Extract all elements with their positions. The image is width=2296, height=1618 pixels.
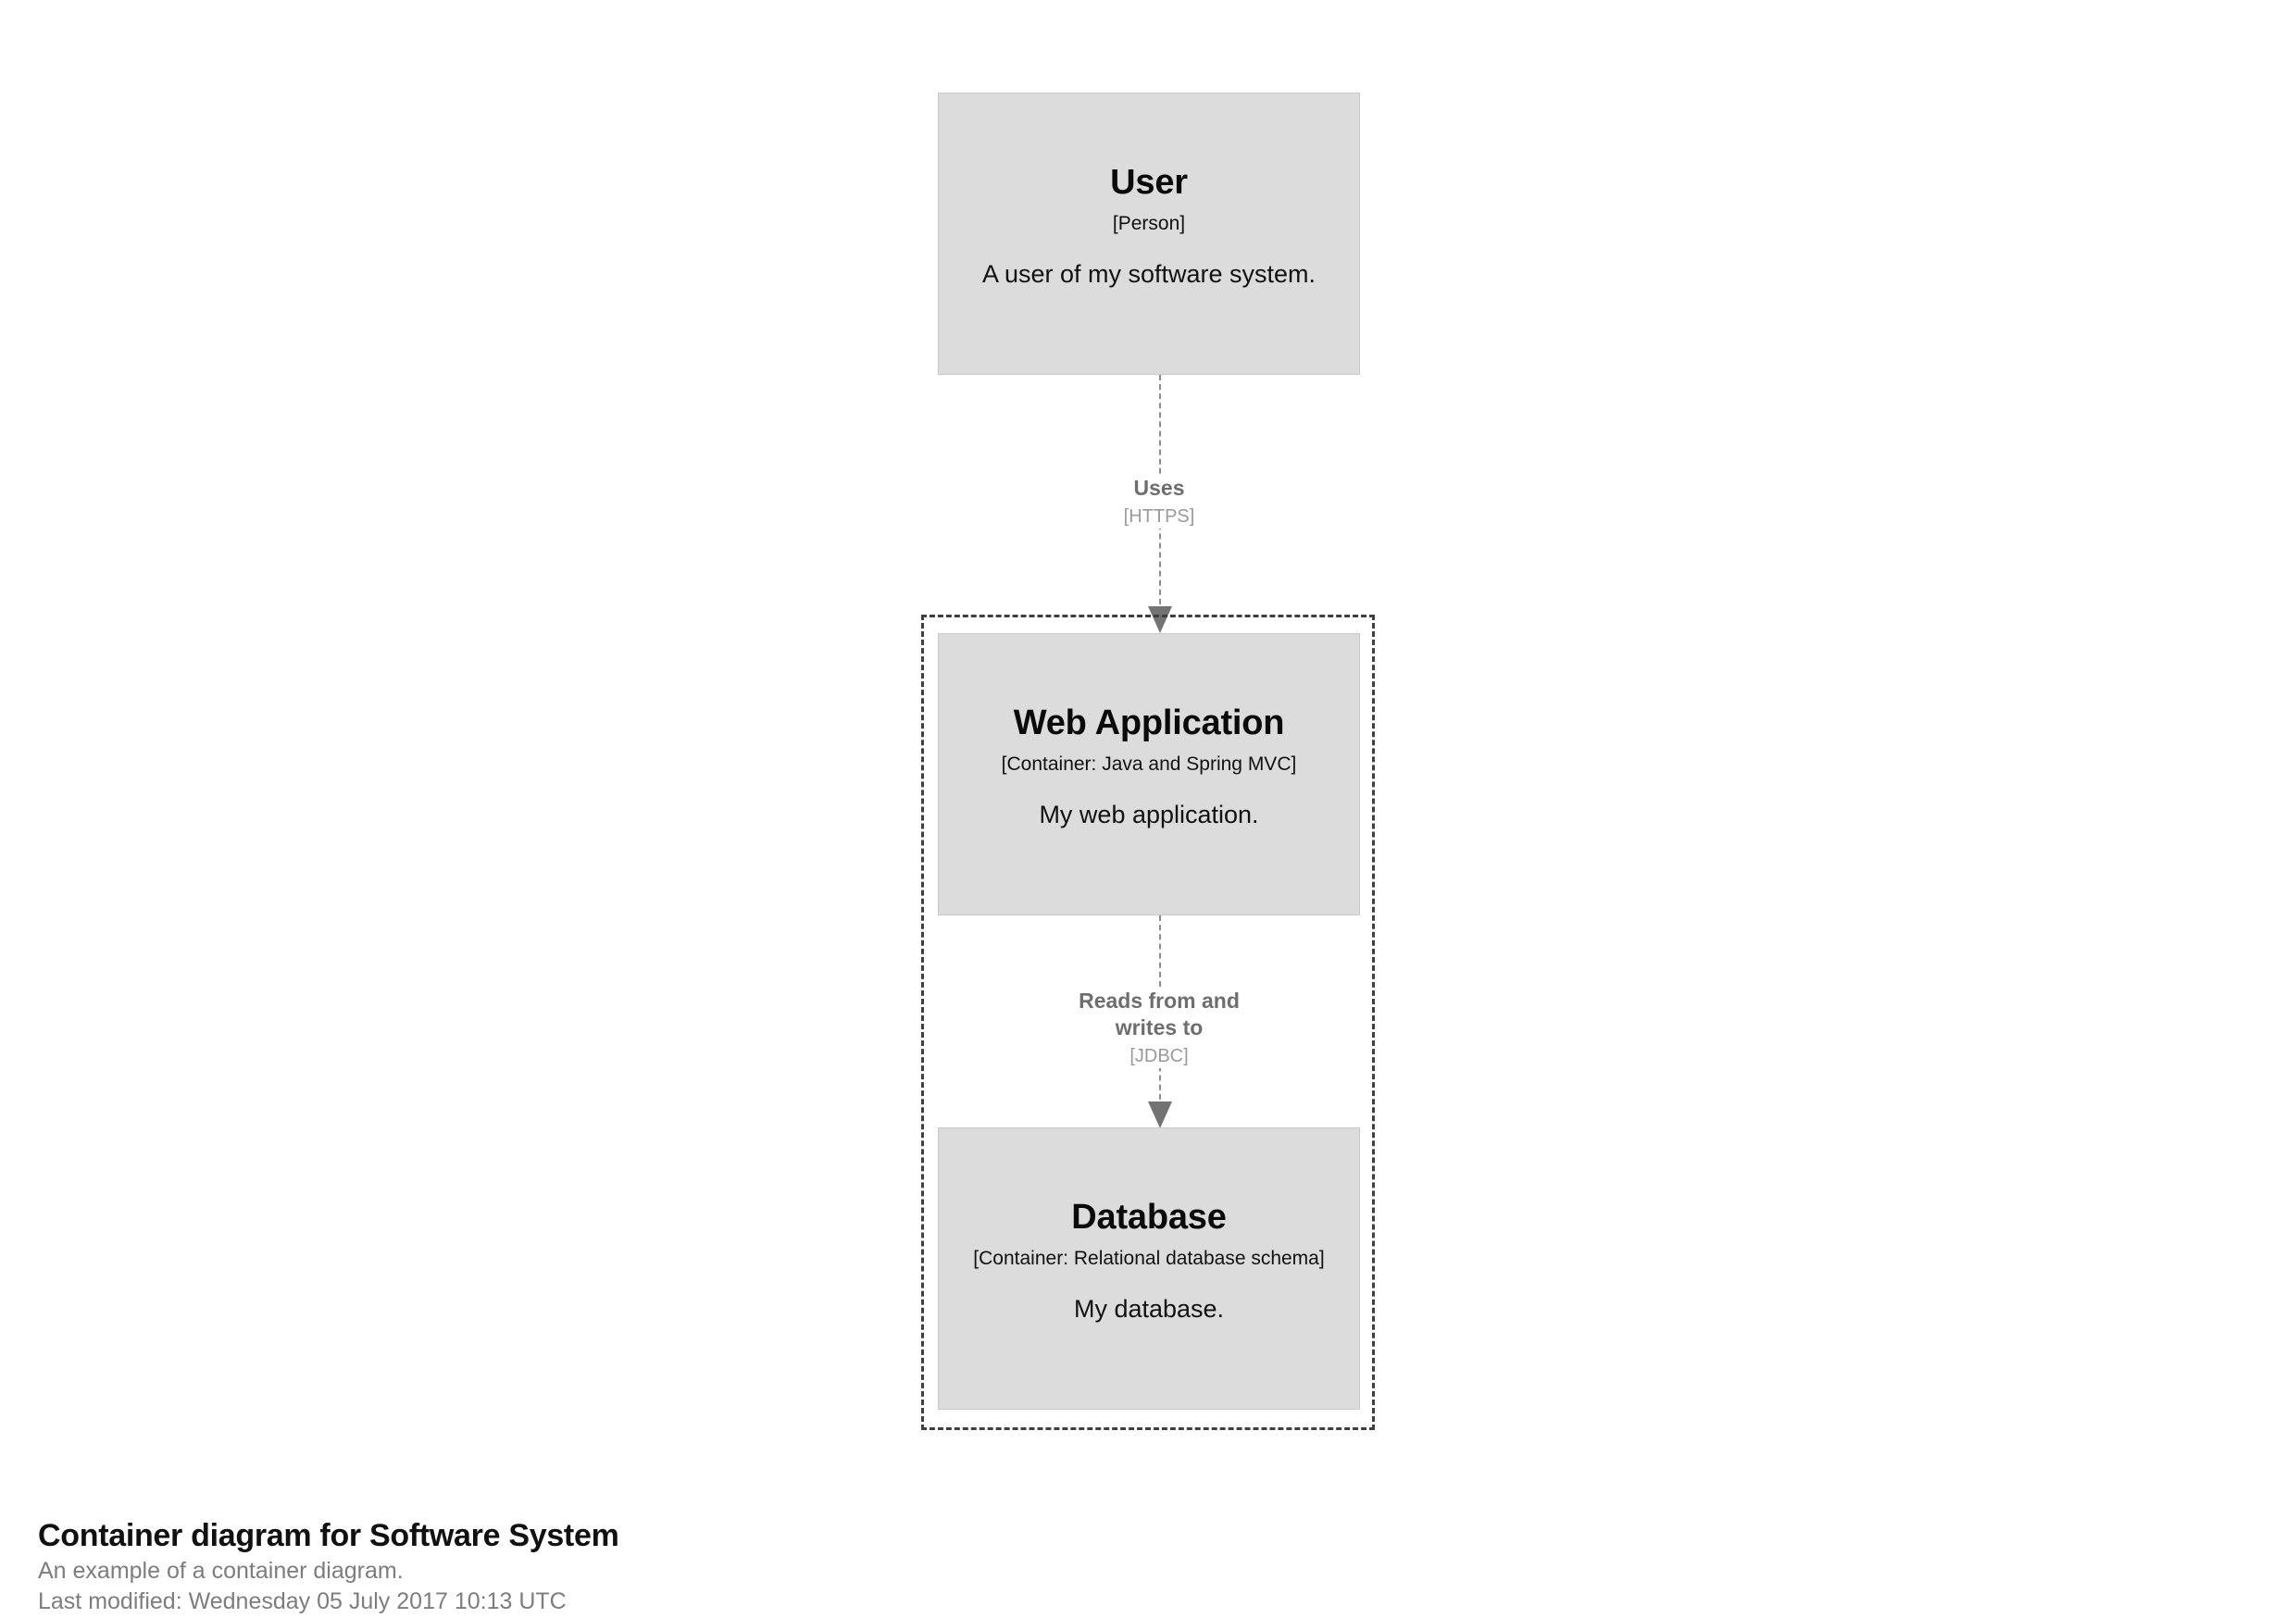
node-web-application-description: My web application.: [1039, 800, 1259, 828]
relationship-jdbc-technology: [JDBC]: [1129, 1045, 1189, 1066]
relationship-jdbc-description-line2: writes to: [1115, 1014, 1204, 1039]
node-database-description: My database.: [1073, 1294, 1225, 1323]
node-user-technology: [Person]: [1112, 212, 1186, 234]
diagram-caption: Container diagram for Software System An…: [38, 1516, 1334, 1618]
node-web-application-name: Web Application: [1013, 703, 1285, 742]
diagram-subtitle: An example of a container diagram.: [38, 1557, 404, 1584]
node-database-name: Database: [1071, 1198, 1227, 1237]
node-web-application-technology: [Container: Java and Spring MVC]: [1001, 753, 1297, 775]
diagram-node-user[interactable]: User [Person] A user of my software syst…: [938, 93, 1360, 375]
relationship-label-jdbc: Reads from and writes to [JDBC]: [1020, 988, 1298, 1068]
relationship-jdbc-description-line1: Reads from and: [1079, 989, 1240, 1013]
arrowhead-icon-jdbc: [1148, 1101, 1172, 1128]
diagram-node-database[interactable]: Database [Container: Relational database…: [938, 1127, 1360, 1410]
relationship-uses-technology: [HTTPS]: [1123, 505, 1195, 527]
node-user-name: User: [1110, 163, 1188, 202]
diagram-title: Container diagram for Software System: [38, 1518, 619, 1553]
relationship-label-uses: Uses [HTTPS]: [1020, 475, 1298, 529]
relationship-uses-description: Uses: [1133, 476, 1185, 500]
arrowhead-icon-uses: [1148, 606, 1172, 633]
diagram-node-web-application[interactable]: Web Application [Container: Java and Spr…: [938, 633, 1360, 915]
node-user-description: A user of my software system.: [981, 259, 1316, 288]
node-database-technology: [Container: Relational database schema]: [973, 1247, 1325, 1269]
diagram-last-modified: Last modified: Wednesday 05 July 2017 10…: [38, 1588, 567, 1615]
